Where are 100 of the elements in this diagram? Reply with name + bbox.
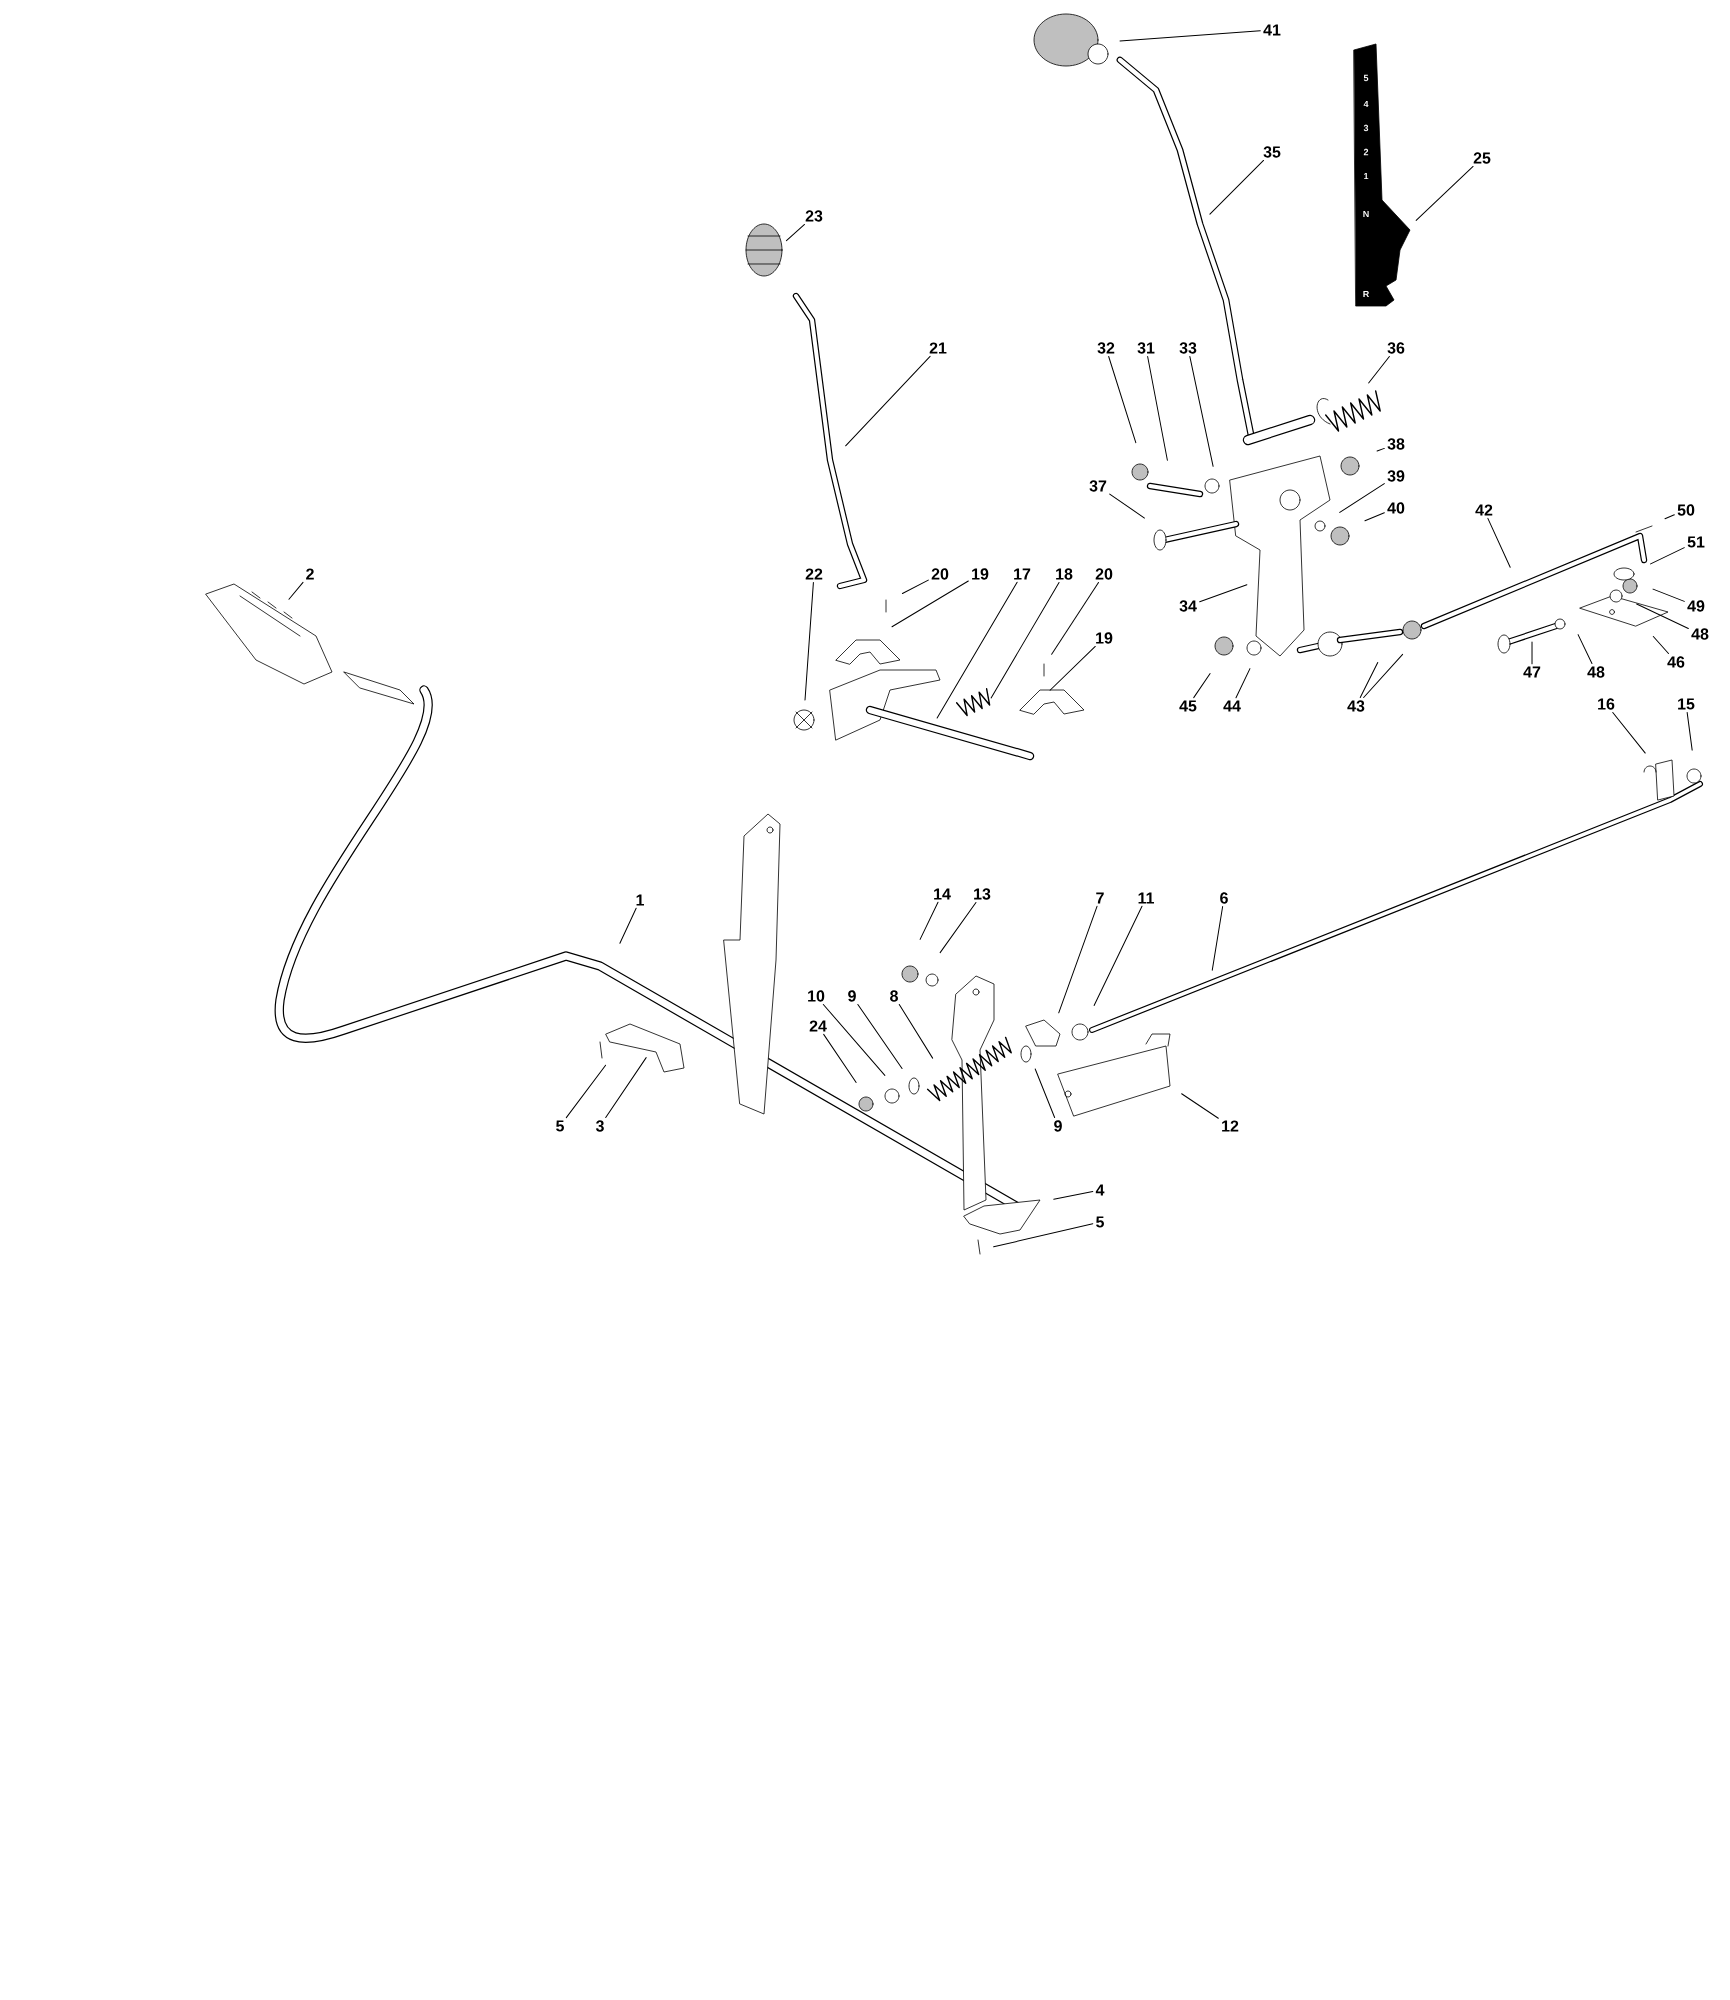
leader-line xyxy=(990,581,1060,699)
leader-line xyxy=(1108,356,1137,444)
callout-number: 47 xyxy=(1523,666,1541,678)
leader-line xyxy=(1119,30,1261,42)
callout-number: 3 xyxy=(595,1120,604,1132)
leader-line xyxy=(1147,356,1168,461)
callout-number: 33 xyxy=(1179,342,1197,354)
callout-number: 21 xyxy=(929,342,947,354)
callout-number: 4 xyxy=(1095,1184,1105,1196)
leader-line xyxy=(1652,635,1669,655)
leader-line xyxy=(919,901,939,940)
leader-line xyxy=(845,355,931,447)
callout-number: 18 xyxy=(1056,568,1073,580)
callout-number: 45 xyxy=(1179,700,1197,712)
leader-line xyxy=(1058,905,1098,1014)
leader-line xyxy=(804,581,814,701)
callout-number: 46 xyxy=(1667,656,1685,668)
callout-number: 22 xyxy=(805,568,823,580)
callout-number: 20 xyxy=(1095,568,1113,580)
callout-number: 48 xyxy=(1691,628,1709,640)
callout-number: 5 xyxy=(556,1120,564,1132)
callout-number: 39 xyxy=(1387,470,1405,482)
callout-number: 11 xyxy=(1138,892,1154,904)
callout-number: 10 xyxy=(808,990,825,1002)
leader-line xyxy=(1049,645,1096,691)
callout-number: 20 xyxy=(931,568,949,580)
callout-number: 41 xyxy=(1263,24,1281,36)
leader-line xyxy=(1612,711,1646,754)
leader-line xyxy=(785,224,806,242)
leader-line xyxy=(901,579,929,595)
leader-line xyxy=(565,1064,607,1119)
leader-line xyxy=(1636,603,1689,629)
callout-number: 38 xyxy=(1387,438,1405,450)
callout-number: 35 xyxy=(1263,146,1281,158)
callout-number: 23 xyxy=(805,210,823,222)
callout-number: 25 xyxy=(1473,152,1491,164)
leader-line xyxy=(619,907,637,944)
leader-line xyxy=(1650,547,1685,565)
callout-number: 31 xyxy=(1137,342,1155,354)
callout-number: 40 xyxy=(1387,502,1405,514)
callout-number: 51 xyxy=(1687,536,1705,548)
leader-line xyxy=(1487,517,1511,568)
leader-line xyxy=(1376,447,1385,452)
leader-line xyxy=(1209,159,1265,215)
leader-line xyxy=(1363,653,1404,699)
leader-line xyxy=(1211,905,1224,971)
leader-line xyxy=(1034,1068,1056,1119)
leader-line xyxy=(1193,673,1211,699)
leader-line xyxy=(288,581,304,600)
callout-number: 9 xyxy=(848,990,856,1002)
callout-number: 37 xyxy=(1089,480,1107,492)
callout-number: 1 xyxy=(636,894,644,906)
callout-number: 15 xyxy=(1678,698,1695,710)
leader-line xyxy=(1199,584,1248,603)
leader-line xyxy=(1415,165,1474,221)
leader-line xyxy=(1051,581,1099,655)
leader-line xyxy=(1531,641,1533,665)
leader-line xyxy=(1093,905,1143,1006)
callout-number: 19 xyxy=(1096,632,1113,644)
callout-number: 48 xyxy=(1587,666,1605,678)
leader-line xyxy=(1053,1190,1094,1200)
callout-number: 12 xyxy=(1222,1120,1239,1132)
leader-line xyxy=(1364,512,1385,522)
leader-line xyxy=(1181,1093,1219,1119)
callout-number: 9 xyxy=(1054,1120,1062,1132)
leader-line xyxy=(1652,588,1685,602)
callout-number: 44 xyxy=(1223,700,1241,712)
leader-line xyxy=(605,1057,647,1119)
callout-number: 32 xyxy=(1097,342,1115,354)
leader-line xyxy=(1359,662,1379,699)
callout-number: 16 xyxy=(1598,698,1615,710)
leader-line xyxy=(1368,356,1390,384)
leader-line xyxy=(1339,483,1385,513)
leader-line xyxy=(822,1004,886,1076)
callout-number: 49 xyxy=(1687,600,1705,612)
callout-number: 50 xyxy=(1677,504,1695,516)
callout-number: 7 xyxy=(1096,892,1104,904)
leader-line xyxy=(857,1004,903,1069)
callout-number: 5 xyxy=(1096,1216,1104,1228)
callout-number: 8 xyxy=(890,990,898,1002)
leader-line xyxy=(1577,634,1593,665)
callout-number: 19 xyxy=(972,568,989,580)
callout-number: 14 xyxy=(934,888,951,900)
leader-line xyxy=(891,580,969,628)
leader-line xyxy=(1109,493,1145,519)
leader-line xyxy=(823,1033,857,1083)
leader-line xyxy=(1664,514,1675,520)
callout-number: 43 xyxy=(1347,700,1365,712)
callout-number: 6 xyxy=(1220,892,1228,904)
callout-number: 36 xyxy=(1387,342,1405,354)
leader-line xyxy=(939,902,977,954)
leader-line xyxy=(1189,356,1214,467)
callout-number: 34 xyxy=(1179,600,1197,612)
callout-number: 24 xyxy=(809,1020,827,1032)
callout-number: 42 xyxy=(1475,504,1493,516)
leader-line xyxy=(898,1004,934,1059)
leader-line xyxy=(993,1223,1094,1248)
leader-line xyxy=(1235,668,1251,699)
callout-number: 13 xyxy=(974,888,991,900)
callout-number: 17 xyxy=(1014,568,1031,580)
